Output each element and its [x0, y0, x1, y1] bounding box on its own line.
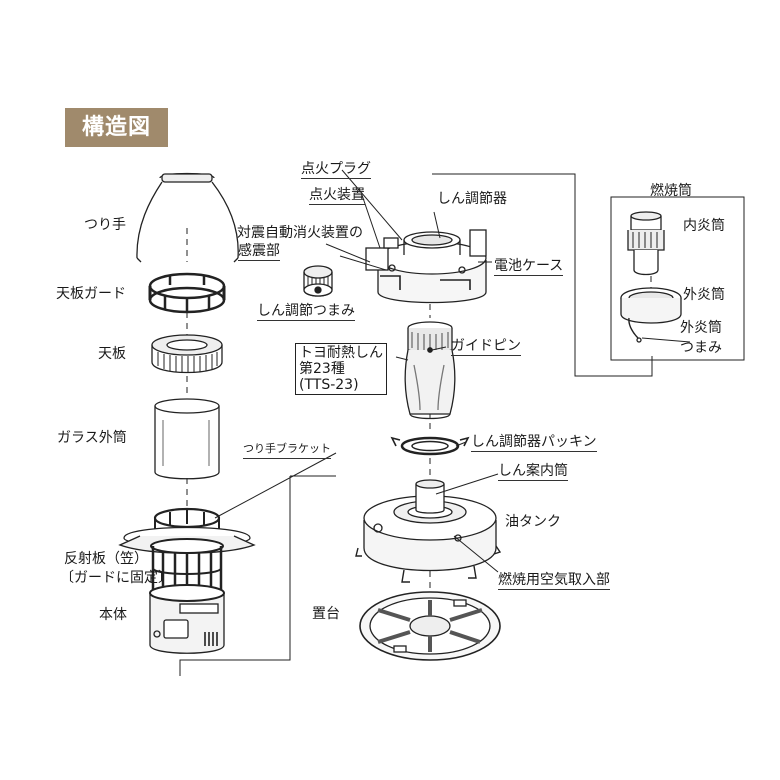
- top-plate-part: [151, 334, 223, 374]
- label-seismic-sensor: 対震自動消火装置の: [237, 225, 363, 241]
- label-handle: つり手: [84, 217, 126, 233]
- leader-lines: [214, 169, 691, 573]
- diagram-title: 構造図: [65, 108, 168, 147]
- label-reflector-note: 〔ガードに固定〕: [60, 570, 172, 586]
- label-ignition-plug: 点火プラグ: [301, 161, 371, 179]
- wick-spec-box: トヨ耐熱しん 第23種 (TTS-23): [295, 343, 387, 395]
- label-inner-tube: 内炎筒: [683, 218, 725, 234]
- label-wick-type: 第23種: [299, 361, 345, 377]
- label-igniter: 点火装置: [309, 187, 365, 205]
- wick-part: [404, 321, 456, 420]
- label-handle-bracket: つり手ブラケット: [243, 441, 331, 459]
- label-outer-knob: 外炎筒: [680, 320, 722, 336]
- glass-tube-part: [154, 398, 220, 480]
- label-wick-knob: しん調節つまみ: [257, 303, 355, 321]
- label-adjuster-packing: しん調節器パッキン: [471, 434, 597, 452]
- stand-part: [359, 591, 501, 661]
- label-guide-pin: ガイドピン: [451, 338, 521, 356]
- label-burner: 燃焼筒: [650, 183, 692, 199]
- wick-knob-part: [303, 265, 333, 297]
- label-wick-name: トヨ耐熱しん: [299, 345, 383, 361]
- oil-tank-part: [355, 479, 502, 583]
- label-stand: 置台: [312, 606, 340, 622]
- burner-part: [620, 211, 682, 343]
- label-glass-tube: ガラス外筒: [57, 430, 127, 446]
- label-seismic-sensor-2: 感震部: [238, 243, 280, 261]
- wick-adjuster-part: [365, 229, 487, 304]
- packing-part: [390, 436, 470, 456]
- handle-part: [136, 172, 239, 263]
- label-air-intake: 燃焼用空気取入部: [498, 572, 610, 590]
- label-oil-tank: 油タンク: [505, 514, 561, 530]
- label-top-guard: 天板ガード: [56, 286, 126, 302]
- label-outer-tube: 外炎筒: [683, 287, 725, 303]
- label-body: 本体: [99, 607, 127, 623]
- label-battery-case: 電池ケース: [494, 258, 564, 276]
- body-part: [118, 507, 256, 654]
- label-top-plate: 天板: [98, 346, 126, 362]
- label-reflector: 反射板（笠）: [64, 551, 148, 567]
- label-wick-guide-tube: しん案内筒: [498, 463, 568, 481]
- label-wick-adjuster: しん調節器: [437, 191, 507, 207]
- connector-lines: [179, 173, 745, 676]
- top-guard-part: [148, 272, 226, 314]
- label-outer-knob-2: つまみ: [680, 340, 722, 356]
- label-wick-model: (TTS-23): [299, 377, 359, 393]
